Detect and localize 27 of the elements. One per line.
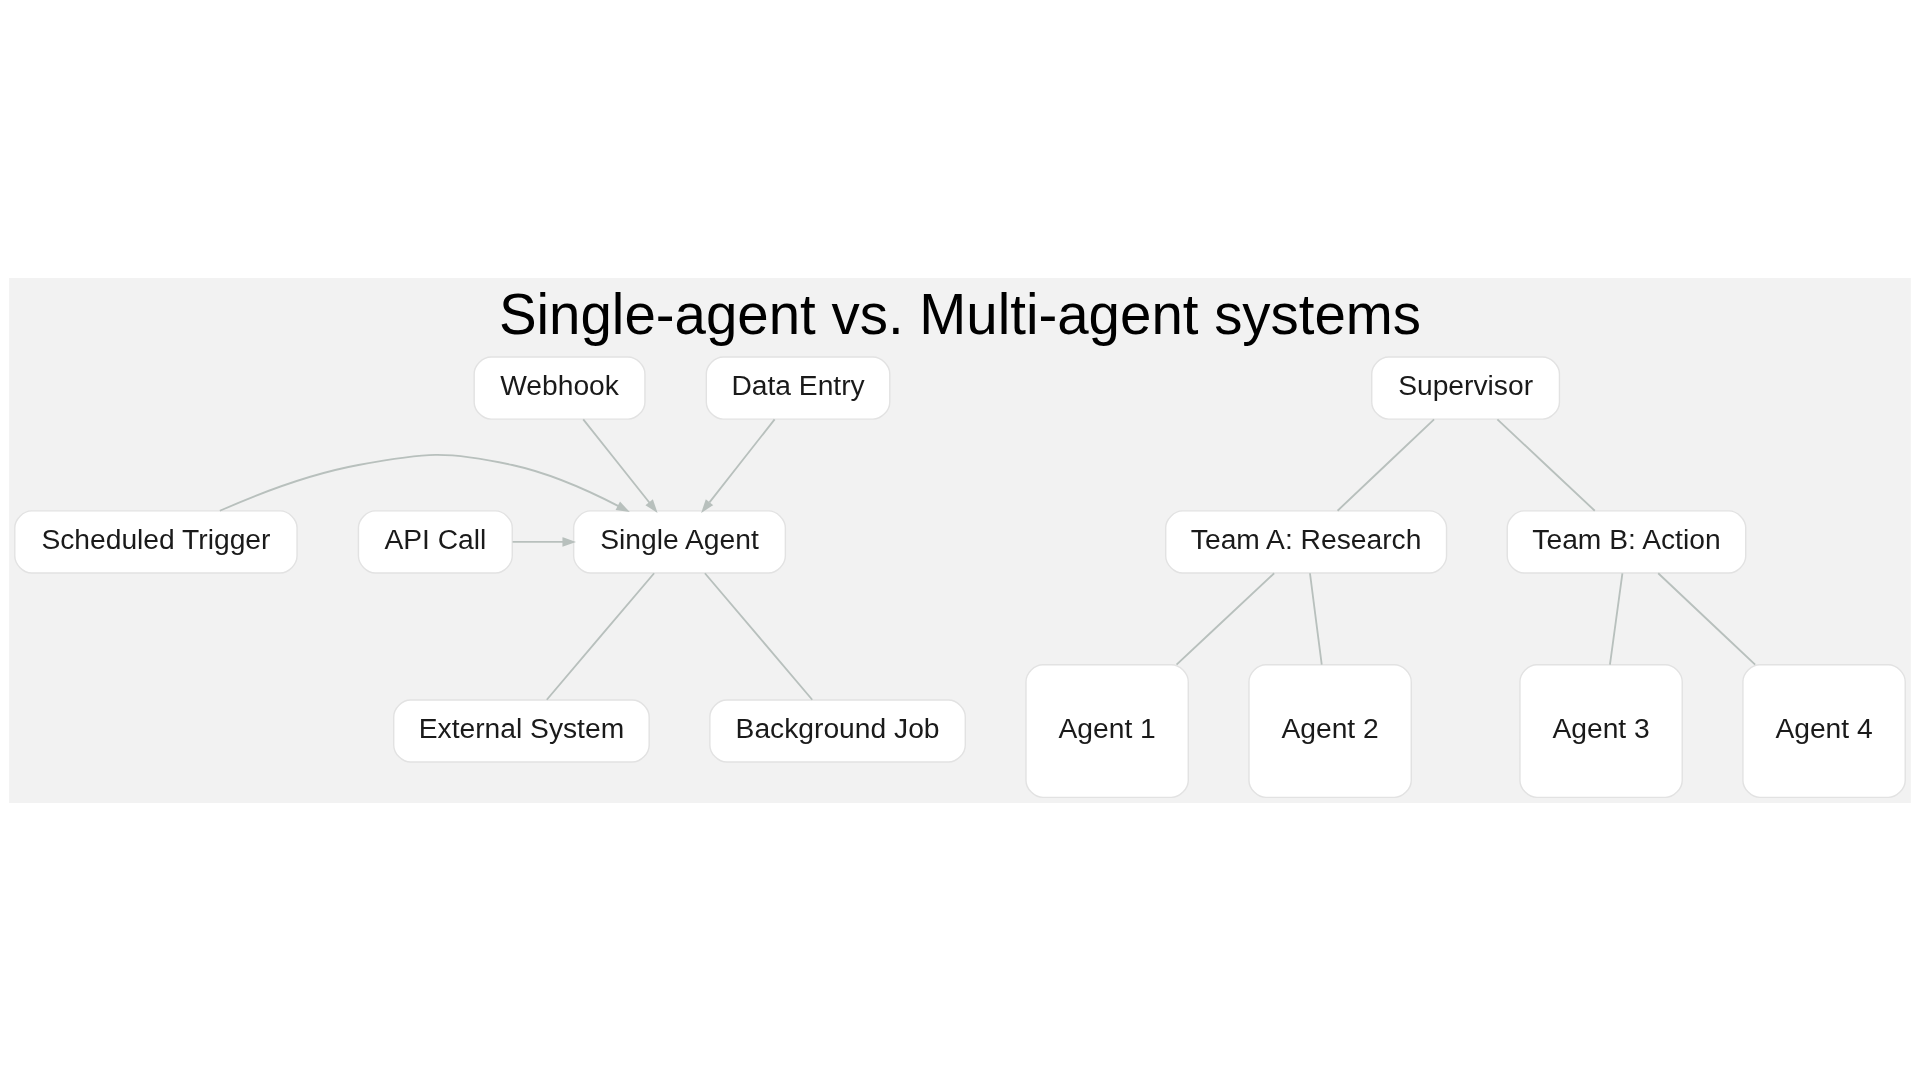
arrow [511,536,576,547]
node-box: Scheduled Trigger [14,509,298,574]
arrow [701,417,776,513]
node-box: Data Entry [705,355,891,420]
connector [1336,417,1435,512]
node-box: Team B: Action [1506,509,1747,574]
node-box: Agent 3 [1519,663,1683,798]
arrow [218,453,630,512]
node-box: External System [393,698,650,763]
connector [704,571,814,701]
connector [1309,571,1323,666]
connector [545,571,656,701]
connector [1496,417,1596,512]
connector [1609,571,1624,666]
arrow [582,417,658,513]
connector [1175,571,1276,666]
node-box: Agent 4 [1742,663,1906,798]
node-box: Team A: Research [1165,509,1448,574]
node-box: Agent 1 [1025,663,1189,798]
node-box: Webhook [473,355,646,420]
connector [1657,571,1757,666]
node-box: API Call [357,509,513,574]
diagram-title: Single-agent vs. Multi-agent systems [498,282,1422,346]
node-box: Agent 2 [1248,663,1412,798]
node-box: Single Agent [572,509,787,574]
node-box: Background Job [709,698,966,763]
node-box: Supervisor [1371,355,1561,420]
